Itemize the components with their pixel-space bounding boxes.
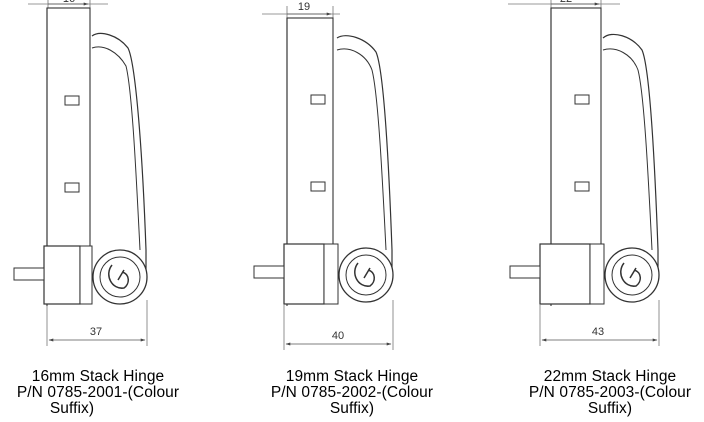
caption-suffix: Suffix) <box>329 400 375 417</box>
top-dimension-label: 22 <box>560 0 572 5</box>
caption-title: 22mm Stack Hinge <box>543 368 677 385</box>
hinge-16mm-drawing: 16 37 <box>13 0 148 346</box>
caption-title: 19mm Stack Hinge <box>285 368 419 385</box>
knuckle-block <box>539 243 591 305</box>
hinge-16mm-caption: 16mm Stack Hinge P/N 0785-2001-(Colour S… <box>0 369 218 417</box>
pins <box>574 94 590 192</box>
caption-part-number: P/N 0785-2001-(Colour <box>16 384 180 401</box>
hinge-19mm-drawing: 19 40 <box>253 1 394 350</box>
bottom-dimension: 43 <box>539 300 660 346</box>
logo-mark <box>354 262 375 287</box>
frame-plate <box>46 7 91 249</box>
knuckle-block <box>283 243 325 305</box>
bottom-dimension-label: 40 <box>332 330 344 342</box>
caption-part-number: P/N 0785-2002-(Colour <box>270 384 434 401</box>
top-dimension-label: 19 <box>298 1 310 13</box>
bottom-dimension: 40 <box>283 300 394 350</box>
caption-suffix: Suffix) <box>49 400 95 417</box>
hinge-arm <box>336 35 393 280</box>
pins <box>310 94 326 192</box>
hinge-arm <box>602 33 659 280</box>
frame-plate <box>286 17 334 247</box>
logo-mark <box>108 264 129 289</box>
bottom-dimension-label: 37 <box>90 326 102 338</box>
hinge-arm <box>91 32 147 280</box>
pins <box>64 95 80 193</box>
logo-mark <box>620 262 641 287</box>
frame-plate <box>550 7 602 247</box>
hinge-22mm-drawing: 22 43 <box>508 0 660 346</box>
hinge-19mm-caption: 19mm Stack Hinge P/N 0785-2002-(Colour S… <box>232 369 472 417</box>
caption-part-number: P/N 0785-2003-(Colour <box>528 384 692 401</box>
bottom-dimension-label: 43 <box>592 326 604 338</box>
caption-title: 16mm Stack Hinge <box>31 368 165 385</box>
top-dimension: 19 <box>262 1 340 24</box>
top-dimension-label: 16 <box>63 0 75 5</box>
bottom-dimension: 37 <box>46 300 148 346</box>
hinge-22mm-caption: 22mm Stack Hinge P/N 0785-2003-(Colour S… <box>490 369 704 417</box>
caption-suffix: Suffix) <box>587 400 633 417</box>
knuckle-block <box>43 245 81 305</box>
